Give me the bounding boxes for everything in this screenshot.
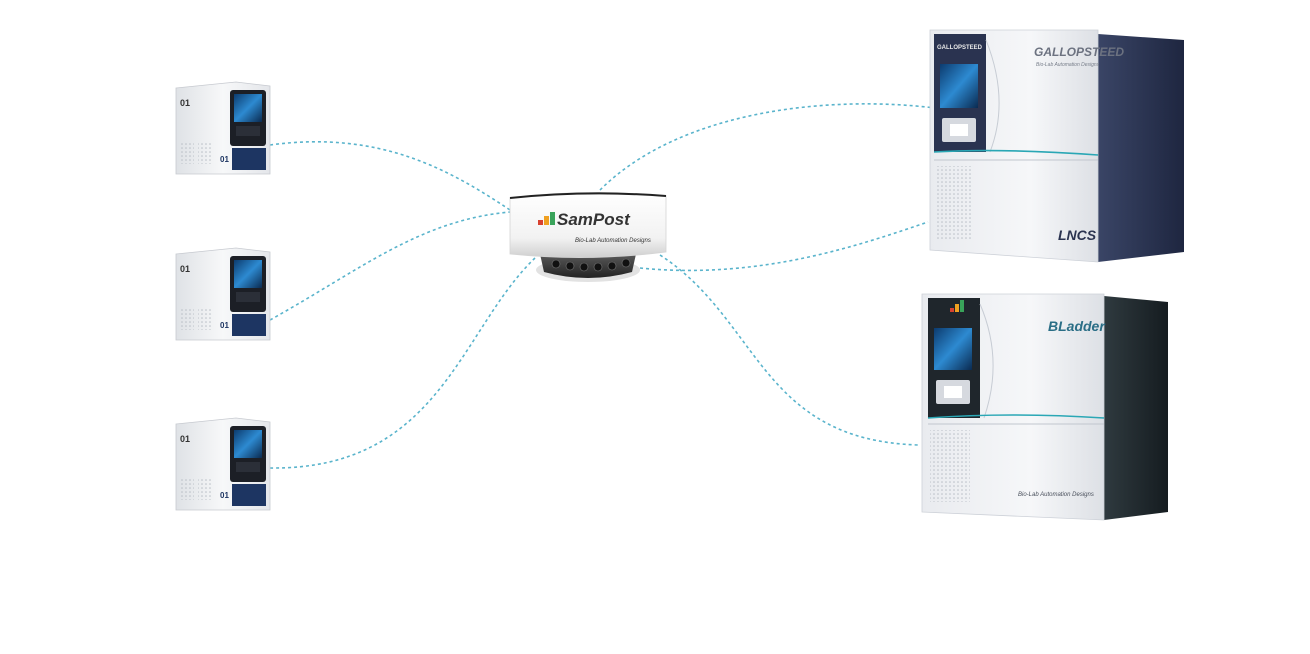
touch-screen[interactable] [934, 328, 972, 370]
hub-tagline: Bio-Lab Automation Designs [575, 238, 651, 244]
hub-ports [551, 258, 631, 272]
badge-text: 01 [180, 264, 190, 274]
bladder-brand: BLadder [1048, 318, 1106, 334]
model-label: LNCS [1058, 227, 1097, 243]
touch-screen[interactable] [234, 260, 262, 288]
bladder-instrument[interactable]: BLadder Bio-Lab Automation Designs [921, 293, 1168, 521]
bladder-subtitle: Bio-Lab Automation Designs [1018, 492, 1094, 498]
sampost-hub[interactable]: SamPost Bio-Lab Automation Designs [509, 192, 667, 282]
connector-right-2 [639, 221, 929, 272]
panel-number: 01 [220, 491, 229, 500]
gallopsteed-brand: GALLOPSTEED [1034, 45, 1124, 59]
connector-lines [269, 103, 936, 469]
touch-screen[interactable] [234, 94, 262, 122]
gallopsteed-instrument[interactable]: GALLOPSTEED GALLOPSTEED Bio-Lab Automati… [929, 29, 1184, 263]
gallopsteed-subtitle: Bio-Lab Automation Designs [1036, 62, 1100, 68]
connector-right-1 [599, 103, 936, 191]
hub-name: SamPost [557, 210, 631, 229]
small-instrument[interactable]: 01 01 [175, 417, 271, 511]
bladder-logo-icon [950, 300, 964, 312]
small-instrument[interactable]: 01 01 [175, 247, 271, 341]
connector-left-2 [269, 211, 511, 321]
small-instrument[interactable]: 01 01 [175, 81, 271, 175]
connector-right-3 [659, 254, 919, 446]
panel-number: 01 [220, 155, 229, 164]
vent-grille [936, 166, 972, 240]
connector-left-1 [269, 141, 511, 211]
panel-number: 01 [220, 321, 229, 330]
badge-text: 01 [180, 434, 190, 444]
connector-left-3 [269, 257, 536, 469]
badge-text: 01 [180, 98, 190, 108]
vent-grille [930, 430, 970, 502]
gallopsteed-logo-text: GALLOPSTEED [937, 45, 983, 51]
sampost-logo-icon [538, 212, 555, 225]
touch-screen[interactable] [940, 64, 978, 108]
touch-screen[interactable] [234, 430, 262, 458]
